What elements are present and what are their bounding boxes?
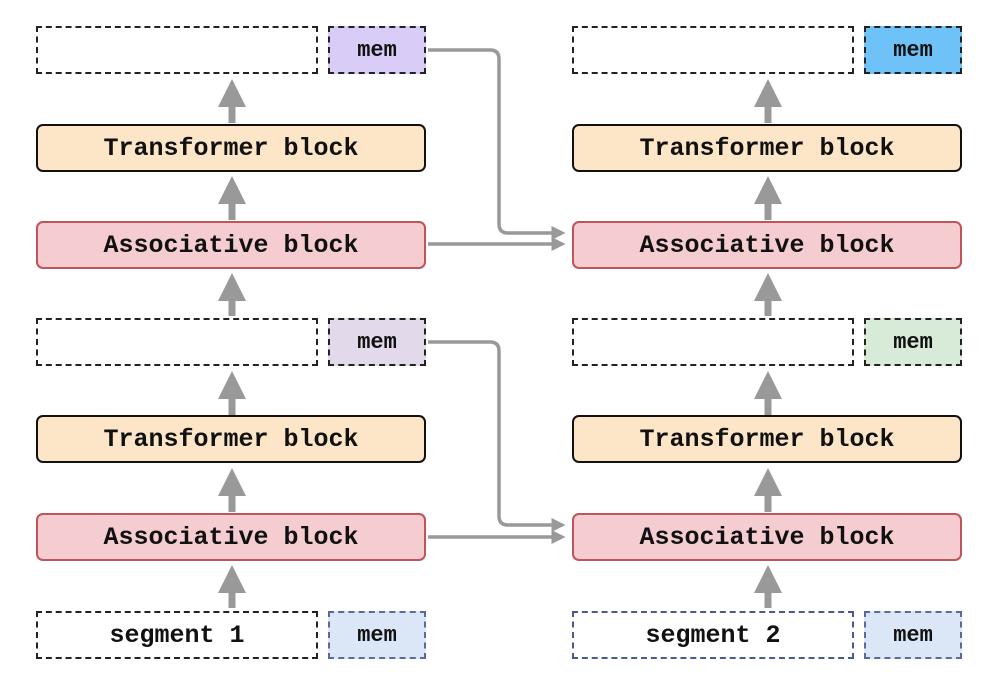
segment-1-box: segment 1: [36, 611, 318, 659]
mem-right-top: mem: [864, 26, 962, 74]
arrow-mem-mid-to-assoc-lower: [428, 340, 566, 532]
mem-right-mid: mem: [864, 318, 962, 366]
mem-left-bottom: mem: [328, 611, 426, 659]
arrow-mem-top-to-assoc-upper: [428, 48, 566, 240]
left-output-mid: [36, 318, 318, 366]
right-output-top: [572, 26, 854, 74]
right-output-mid: [572, 318, 854, 366]
left-output-top: [36, 26, 318, 74]
associative-block-right-upper: Associative block: [572, 221, 962, 269]
transformer-block-left-upper: Transformer block: [36, 124, 426, 172]
transformer-block-left-lower: Transformer block: [36, 415, 426, 463]
transformer-block-right-upper: Transformer block: [572, 124, 962, 172]
mem-left-mid: mem: [328, 318, 426, 366]
mem-right-bottom: mem: [864, 611, 962, 659]
associative-block-left-lower: Associative block: [36, 513, 426, 561]
transformer-block-right-lower: Transformer block: [572, 415, 962, 463]
associative-block-right-lower: Associative block: [572, 513, 962, 561]
associative-block-left-upper: Associative block: [36, 221, 426, 269]
segment-2-box: segment 2: [572, 611, 854, 659]
mem-left-top: mem: [328, 26, 426, 74]
